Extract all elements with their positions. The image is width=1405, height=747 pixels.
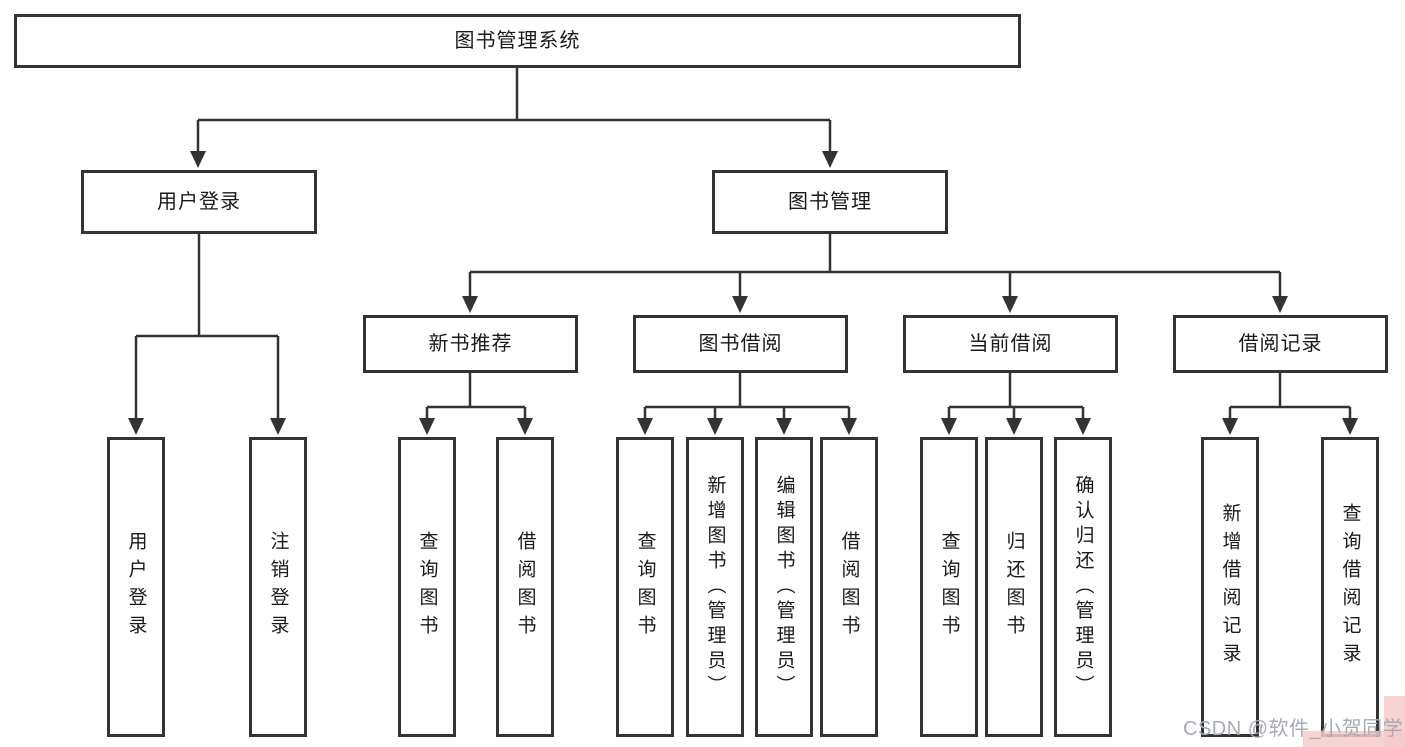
node-book-management-branch: 图书管理 [712,170,948,234]
leaf-confirm-return-admin-label: 确认归还（管理员） [1072,474,1094,700]
node-borrowing-records: 借阅记录 [1173,315,1388,373]
node-user-login-label: 用户登录 [157,191,241,213]
node-current-borrowing-label: 当前借阅 [968,333,1053,355]
node-book-borrowing-label: 图书借阅 [698,333,783,355]
leaf-edit-books-admin: 编辑图书（管理员） [755,437,813,737]
leaf-query-books-current: 查询图书 [920,437,978,737]
node-root-label: 图书管理系统 [454,30,581,52]
leaf-query-books-current-label: 查询图书 [938,531,960,643]
leaf-user-login-label: 用户登录 [125,531,147,643]
leaf-add-books-admin: 新增图书（管理员） [686,437,744,737]
leaf-add-books-admin-label: 新增图书（管理员） [704,474,726,700]
leaf-logout: 注销登录 [249,437,307,737]
leaf-add-borrow-record: 新增借阅记录 [1201,437,1259,737]
leaf-return-books: 归还图书 [985,437,1043,737]
leaf-query-books-recommend: 查询图书 [398,437,456,737]
node-new-book-recommend-label: 新书推荐 [428,333,513,355]
node-book-management-label: 图书管理 [788,191,872,213]
leaf-query-books-borrowing-label: 查询图书 [634,531,656,643]
leaf-query-borrow-record: 查询借阅记录 [1321,437,1379,737]
leaf-borrow-books-recommend: 借阅图书 [496,437,554,737]
node-book-borrowing: 图书借阅 [633,315,848,373]
leaf-edit-books-admin-label: 编辑图书（管理员） [773,474,795,700]
watermark-csdn: CSDN @软件_小贺同学 [1183,718,1404,740]
node-root-system: 图书管理系统 [14,14,1021,68]
leaf-return-books-label: 归还图书 [1003,531,1025,643]
node-user-login-branch: 用户登录 [81,170,317,234]
node-new-book-recommend: 新书推荐 [363,315,578,373]
watermark-highlight-horizontal [1303,731,1405,747]
leaf-query-books-recommend-label: 查询图书 [416,531,438,643]
leaf-add-borrow-record-label: 新增借阅记录 [1219,503,1241,671]
leaf-query-books-borrowing: 查询图书 [616,437,674,737]
leaf-logout-label: 注销登录 [267,531,289,643]
leaf-borrow-books-recommend-label: 借阅图书 [514,531,536,643]
leaf-user-login: 用户登录 [107,437,165,737]
leaf-borrow-books: 借阅图书 [820,437,878,737]
leaf-query-borrow-record-label: 查询借阅记录 [1339,503,1361,671]
leaf-borrow-books-label: 借阅图书 [838,531,860,643]
node-borrowing-records-label: 借阅记录 [1238,333,1323,355]
node-current-borrowing: 当前借阅 [903,315,1118,373]
leaf-confirm-return-admin: 确认归还（管理员） [1054,437,1112,737]
